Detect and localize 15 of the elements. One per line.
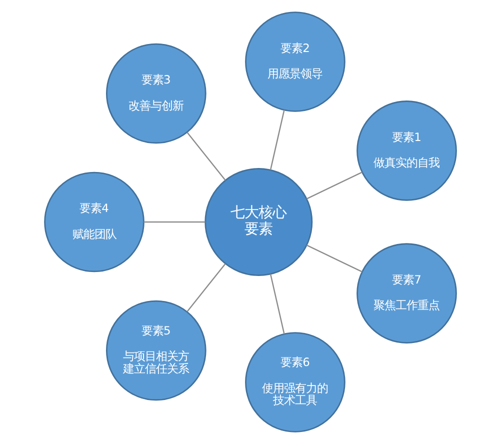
node-circle: 要素2 用愿景领导 [244,12,345,112]
connector [306,244,362,272]
node-circle: 要素5 与项目相关方建立信任关系 [105,300,206,401]
connector [269,110,284,170]
node-circle: 七大核心要素 [204,168,312,276]
node-circle: 要素4 赋能团队 [44,172,144,272]
connector [186,132,226,181]
connector [186,263,226,312]
connector [306,172,362,200]
node-circle: 要素3 改善与创新 [105,43,206,144]
connector [269,274,284,334]
node-circle: 要素1 做真实的自我 [356,100,456,201]
node-circle: 要素6 使用强有力的技术工具 [244,332,345,432]
node-circle: 要素7 聚焦工作重点 [356,243,456,344]
connector [143,221,205,223]
